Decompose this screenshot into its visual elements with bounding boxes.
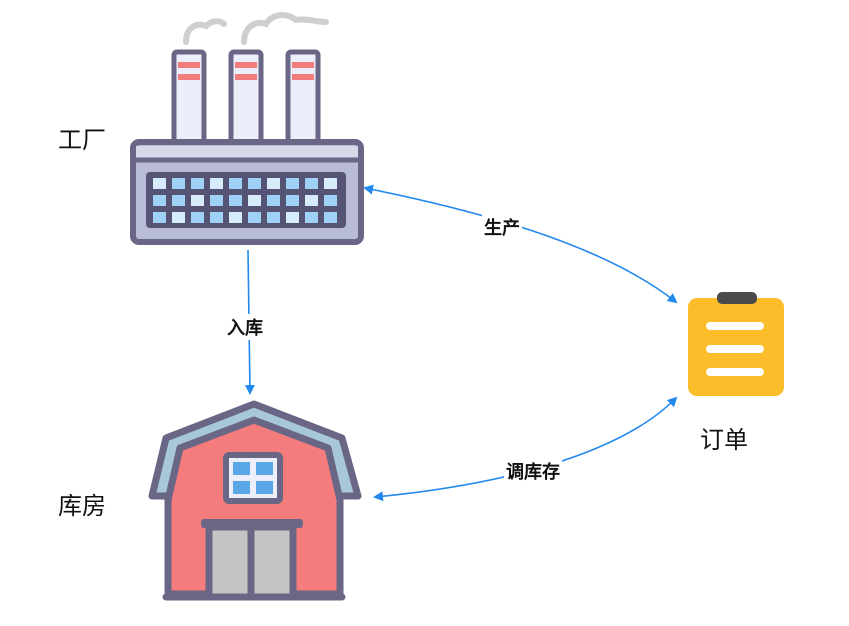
factory-window <box>305 212 318 223</box>
factory-window <box>267 195 280 206</box>
factory-window <box>191 195 204 206</box>
factory-window <box>172 178 185 189</box>
factory-window <box>210 178 223 189</box>
factory-window <box>324 212 337 223</box>
factory-window <box>229 195 242 206</box>
factory-window <box>286 195 299 206</box>
factory-window <box>191 178 204 189</box>
factory-window <box>191 212 204 223</box>
chimney-group <box>171 49 321 147</box>
factory-window <box>305 178 318 189</box>
warehouse-label: 库房 <box>58 492 106 520</box>
factory-window <box>172 195 185 206</box>
factory-window-grid <box>153 178 337 223</box>
factory-window <box>248 212 261 223</box>
factory-window <box>286 212 299 223</box>
smoke-icon <box>183 12 329 45</box>
factory-window <box>210 195 223 206</box>
factory-window <box>324 195 337 206</box>
clipboard-icon <box>688 292 784 396</box>
factory-window <box>286 178 299 189</box>
factory-window <box>324 178 337 189</box>
barn-icon <box>148 400 362 601</box>
factory-window <box>305 195 318 206</box>
factory-window <box>229 178 242 189</box>
factory-window <box>153 212 166 223</box>
edge-label-adjust-stock: 调库存 <box>504 458 562 484</box>
factory-icon <box>130 12 364 245</box>
factory-window <box>153 178 166 189</box>
factory-label: 工厂 <box>58 126 106 154</box>
edge-label-stock-in: 入库 <box>225 314 265 340</box>
factory-window <box>248 195 261 206</box>
factory-window <box>267 212 280 223</box>
factory-window <box>267 178 280 189</box>
edge-produce <box>363 184 678 304</box>
order-label: 订单 <box>700 426 748 454</box>
factory-window <box>248 178 261 189</box>
factory-window <box>210 212 223 223</box>
factory-window <box>172 212 185 223</box>
edge-label-produce: 生产 <box>482 214 522 240</box>
factory-window <box>153 195 166 206</box>
factory-window <box>229 212 242 223</box>
